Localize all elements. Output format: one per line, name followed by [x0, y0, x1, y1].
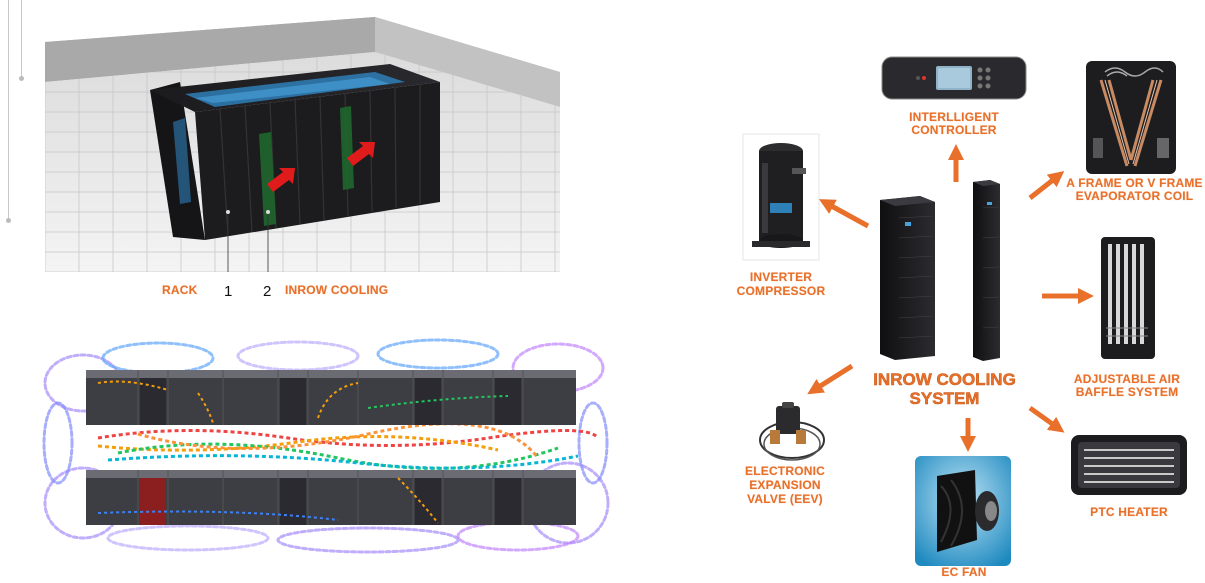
arrow-to-coil [1028, 171, 1065, 200]
data-center-illustration [45, 17, 560, 272]
fan-illustration [915, 456, 1011, 566]
edge-dot-2 [19, 76, 24, 81]
callout-number-2: 2 [263, 283, 272, 300]
arrow-to-compressor [818, 199, 870, 229]
system-title-line1: INROW COOLING [873, 370, 1016, 389]
slide-edge-line-2 [21, 0, 22, 78]
inrow-cooling-label: INROW COOLING [285, 283, 389, 297]
air-baffle-image [1100, 236, 1156, 360]
slide-edge-line [8, 0, 9, 220]
controller-illustration [881, 56, 1027, 100]
valve-illustration [759, 402, 825, 461]
coil-label-line1: A FRAME OR V FRAME [1066, 176, 1203, 190]
controller-label-line1: INTERLLIGENT [909, 110, 999, 124]
compressor-label-line2: COMPRESSOR [736, 284, 826, 298]
evaporator-coil-image [1085, 60, 1177, 175]
valve-label-line2: EXPANSION [749, 478, 821, 492]
airflow-simulation-view [38, 338, 610, 556]
expansion-valve-image [752, 400, 830, 468]
system-title-line2: SYSTEM [909, 389, 980, 408]
inrow-cooling-units [875, 178, 1015, 363]
coil-label-line2: EVAPORATOR COIL [1075, 189, 1194, 203]
ptc-heater-image [1070, 434, 1188, 496]
compressor-illustration [742, 133, 820, 261]
baffle-illustration [1101, 237, 1155, 359]
rack-label: RACK [162, 283, 198, 297]
arrow-to-valve [807, 363, 854, 395]
airflow-simulation-illustration [38, 338, 610, 556]
edge-dot [6, 218, 11, 223]
baffle-label-line1: ADJUSTABLE AIR [1073, 372, 1181, 386]
controller-image [880, 53, 1028, 103]
arrow-to-heater [1028, 405, 1065, 433]
ec-fan-image [915, 456, 1011, 566]
callout-number-1: 1 [224, 283, 233, 300]
valve-label-line3: VALVE (EEV) [747, 492, 823, 506]
compressor-label-line1: INVERTER [749, 270, 813, 284]
fan-label: EC FAN [941, 565, 987, 579]
heater-label: PTC HEATER [1090, 505, 1168, 519]
heater-illustration [1071, 435, 1187, 495]
valve-label-line1: ELECTRONIC [745, 464, 825, 478]
baffle-label-line2: BAFFLE SYSTEM [1075, 385, 1179, 399]
data-center-3d-view [45, 12, 560, 272]
inrow-units-illustration [880, 180, 1000, 361]
compressor-image [742, 133, 820, 261]
controller-label-line2: CONTROLLER [911, 123, 997, 137]
coil-illustration [1086, 61, 1176, 174]
